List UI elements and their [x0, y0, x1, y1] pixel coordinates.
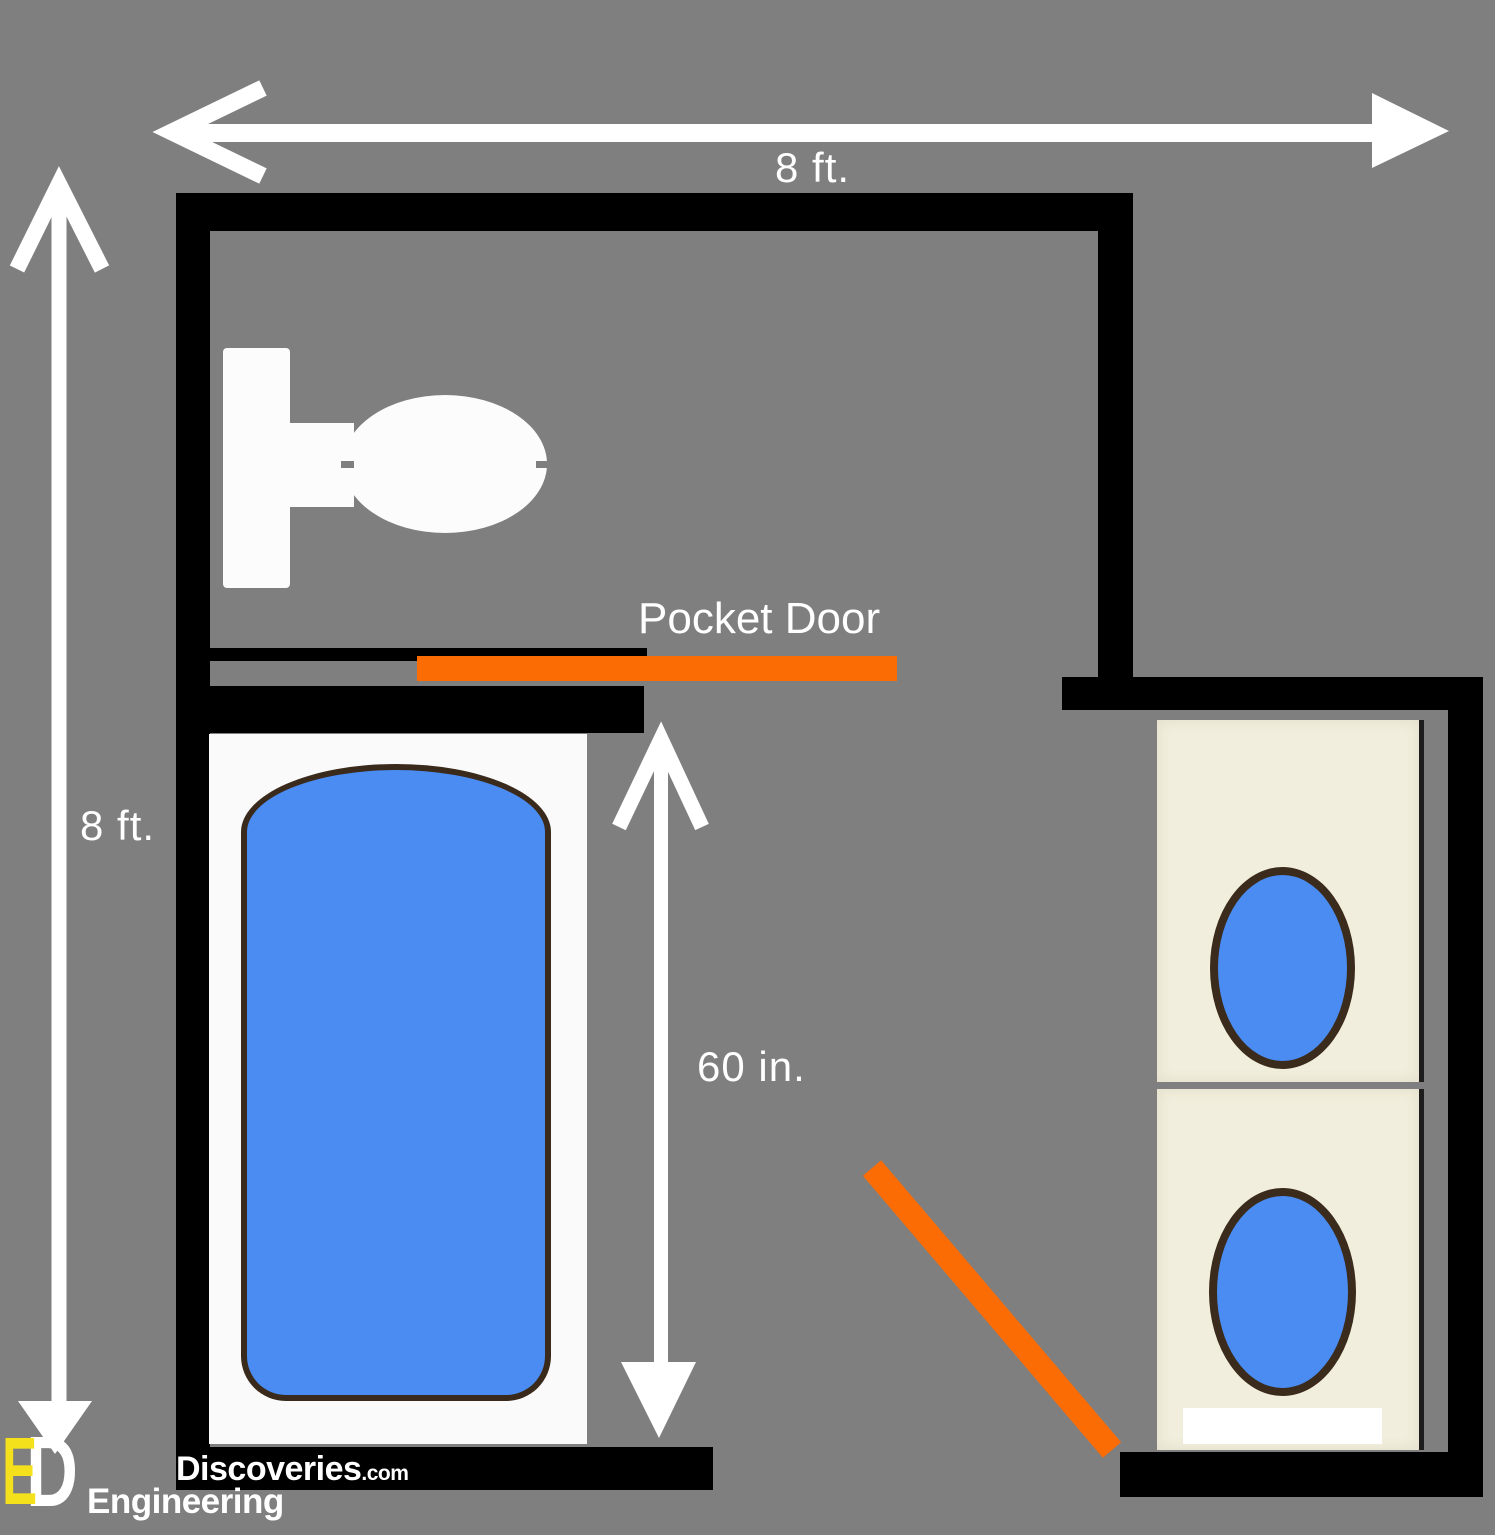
- vanity-towel: [1183, 1408, 1382, 1444]
- brand-logo: D E Discoveries.com Engineering: [0, 1422, 520, 1535]
- toilet-hinge-left: [341, 461, 354, 468]
- dimension-arrow-horizontal: [152, 80, 1449, 184]
- wall-right-lower: [1448, 695, 1483, 1497]
- wall-bottom-left: [176, 1447, 713, 1490]
- sink-upper: [1210, 867, 1355, 1069]
- logo-brand-text: Discoveries: [176, 1450, 362, 1488]
- wall-left: [176, 193, 210, 1490]
- label-width: 8 ft.: [775, 144, 851, 191]
- toilet-tank: [223, 348, 290, 588]
- wall-pocket-lower: [176, 686, 644, 733]
- bathtub-icon: [209, 734, 587, 1444]
- dimension-arrow-tub: [612, 721, 709, 1438]
- pocket-door-panel: [417, 656, 897, 681]
- toilet-bowl: [343, 395, 547, 533]
- logo-engineering: Engineering: [87, 1482, 284, 1521]
- label-pocket-door: Pocket Door: [638, 594, 881, 643]
- logo-brand: Discoveries.com: [176, 1450, 409, 1489]
- logo-mark-e: E: [2, 1418, 38, 1525]
- bathtub-basin: [241, 764, 551, 1401]
- swing-door-line: [862, 1160, 1122, 1458]
- dimension-arrow-vertical: [9, 166, 110, 1454]
- sink-lower: [1209, 1188, 1356, 1396]
- logo-brand-suffix: .com: [361, 1462, 409, 1485]
- label-tub-length: 60 in.: [697, 1043, 806, 1090]
- toilet-hinge-right: [536, 461, 549, 468]
- wall-mid-horizontal: [1062, 677, 1483, 710]
- label-height: 8 ft.: [80, 802, 156, 849]
- wall-top: [176, 193, 1133, 231]
- wall-bottom-right: [1120, 1452, 1483, 1497]
- wall-right-upper: [1098, 193, 1133, 680]
- logo-mark-d: D: [26, 1416, 78, 1528]
